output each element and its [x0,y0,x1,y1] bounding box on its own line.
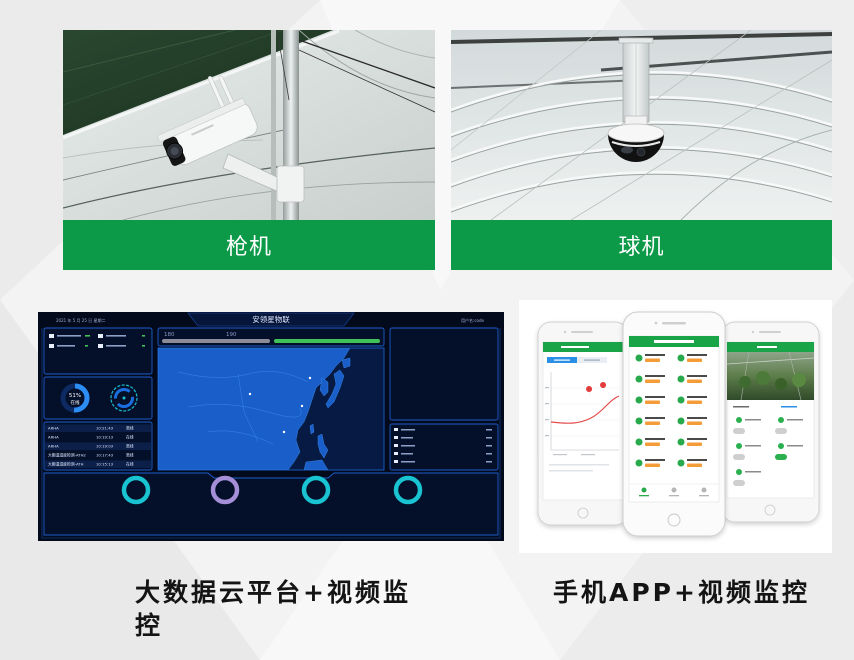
phone-app-mockup [519,300,832,553]
dashboard-date: 2021 年 5 月 25 日 星期二 [56,317,105,323]
event-status: 在线 [126,435,134,440]
region-list [389,423,499,471]
bullet-camera-icon [157,75,258,166]
dashboard-title: 安领星物联 [252,314,290,324]
phone-video-screen [721,321,820,523]
event-device: ARHA [48,426,59,431]
bullet-camera-photo [63,30,435,220]
dome-camera-photo [451,30,832,220]
stats-panel [43,327,153,375]
bullet-camera-label: 枪机 [63,220,435,270]
device-toggles [733,417,803,486]
app-caption: 手机APP+视频监控 [553,578,810,607]
event-time: 10:19:03 [96,444,114,449]
video-panel [389,327,499,421]
bar-value-right: 190 [226,332,237,338]
mounting-column [618,37,654,123]
platform-caption: 大数据云平台+视频监控 [135,578,411,640]
online-ring [60,383,90,413]
event-status: 在线 [126,462,134,467]
online-rate: 51% [69,393,81,399]
online-gauges: 51% 在线 [43,376,153,420]
event-time: 10:15:13 [96,462,114,467]
asia-map [157,347,385,471]
event-device: ARHA [48,444,59,449]
dome-camera-icon [607,115,665,162]
phone-sensor-screen [622,311,726,537]
status-rings [43,472,499,536]
dashboard-user: 用户名:code [461,317,485,323]
value-bars: 180 190 [157,327,385,347]
status-ring [121,475,151,505]
dome-camera-label: 球机 [451,220,832,270]
event-time: 10:21:43 [96,426,114,431]
event-status: 离线 [126,426,134,431]
status-ring [393,475,423,505]
big-data-dashboard: 安领星物联 2021 年 5 月 25 日 星期二 用户名:code 180 1… [38,312,504,541]
event-time: 10:17:43 [96,453,114,458]
video-feed [726,351,815,401]
status-ring [301,475,331,505]
camera-bracket [222,153,305,203]
event-list: ARHA 10:21:43 离线 ARHA 10:19:13 在线 ARHA 1… [43,421,153,471]
sensor-grid [635,354,707,467]
home-button [667,513,681,527]
event-status: 离线 [126,444,134,449]
app-tab-bar [629,483,719,497]
event-device: 大棚温湿度检测-ATH2 [48,453,86,458]
bar-value-left: 180 [164,332,175,338]
event-device: ARHA [48,435,59,440]
event-time: 10:19:13 [96,435,114,440]
header-bar [187,312,355,327]
online-label: 在线 [71,399,80,406]
phone-chart-screen [537,321,629,526]
event-device: 大棚温湿度检测-ATH [48,462,84,467]
status-ring [210,475,240,505]
event-status: 离线 [126,453,134,458]
